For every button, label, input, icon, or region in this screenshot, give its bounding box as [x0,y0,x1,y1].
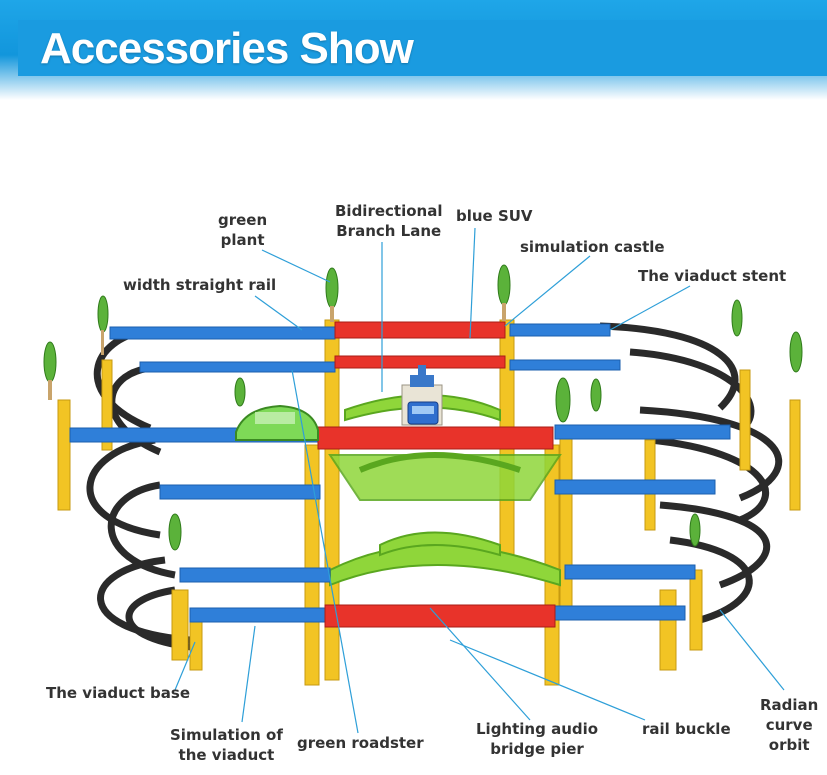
label-viaduct-stent: The viaduct stent [638,267,787,285]
label-viaduct-base: The viaduct base [46,684,191,702]
header-bar [18,20,827,76]
label-blue-suv: blue SUV [456,207,533,225]
page-title: Accessories Show [40,24,414,73]
left-curve-orbits [86,326,201,652]
label-width-straight-rail: width straight rail [123,276,277,294]
leader-lines [174,227,785,734]
green-plants [43,264,803,551]
branch-lanes [328,394,562,587]
label-radian-curve-orbit: Radian curve orbit [760,696,819,754]
label-bidirectional-branch-lane: Bidirectional Branch Lane [335,202,443,240]
blue-suv [407,401,439,425]
viaduct-stents [57,319,801,686]
label-simulation-viaduct: Simulation of the viaduct [170,726,283,764]
label-simulation-castle: simulation castle [520,238,665,256]
green-roadster [235,404,319,441]
center-red-rails [317,321,556,628]
label-lighting-audio-pier: Lighting audio bridge pier [476,720,599,758]
label-green-roadster: green roadster [297,734,424,752]
label-rail-buckle: rail buckle [642,720,731,738]
label-green-plant: green plant [218,211,268,249]
